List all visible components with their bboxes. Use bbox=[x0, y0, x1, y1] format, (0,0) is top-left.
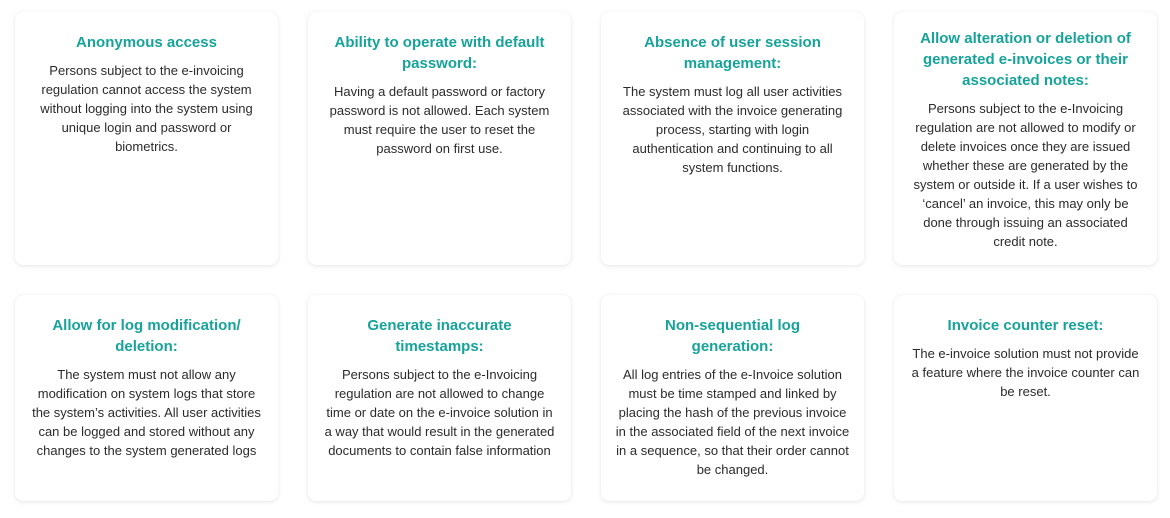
card-description: The system must not allow any modificati… bbox=[32, 367, 261, 458]
card-non-sequential-log: Non-sequential log generation: All log e… bbox=[601, 295, 864, 501]
card-log-modification: Allow for log modification/ deletion: Th… bbox=[15, 295, 278, 501]
requirements-grid: Anonymous access Persons subject to the … bbox=[15, 12, 1157, 501]
card-description: All log entries of the e-Invoice solutio… bbox=[615, 367, 850, 477]
card-invoice-counter-reset: Invoice counter reset: The e-invoice sol… bbox=[894, 295, 1157, 501]
card-description: The system must log all user activities … bbox=[622, 84, 843, 175]
card-title: Invoice counter reset: bbox=[947, 317, 1104, 334]
card-title: Allow for log modification/ deletion: bbox=[52, 317, 241, 355]
card-anonymous-access: Anonymous access Persons subject to the … bbox=[15, 12, 278, 265]
card-invoice-alteration: Allow alteration or deletion of generate… bbox=[894, 12, 1157, 265]
card-description: Persons subject to the e-invoicing regul… bbox=[40, 63, 253, 154]
card-title: Allow alteration or deletion of generate… bbox=[920, 30, 1131, 89]
card-inaccurate-timestamps: Generate inaccurate timestamps: Persons … bbox=[308, 295, 571, 501]
card-session-management: Absence of user session management: The … bbox=[601, 12, 864, 265]
card-title: Anonymous access bbox=[76, 34, 217, 51]
card-title: Generate inaccurate timestamps: bbox=[367, 317, 512, 355]
card-title: Ability to operate with default password… bbox=[334, 34, 545, 72]
card-description: Persons subject to the e-Invoicing regul… bbox=[324, 367, 555, 458]
card-description: Having a default password or factory pas… bbox=[329, 84, 550, 156]
card-title: Non-sequential log generation: bbox=[665, 317, 800, 355]
card-description: The e-invoice solution must not provide … bbox=[911, 346, 1140, 399]
card-title: Absence of user session management: bbox=[644, 34, 821, 72]
card-description: Persons subject to the e-Invoicing regul… bbox=[913, 101, 1138, 249]
card-default-password: Ability to operate with default password… bbox=[308, 12, 571, 265]
